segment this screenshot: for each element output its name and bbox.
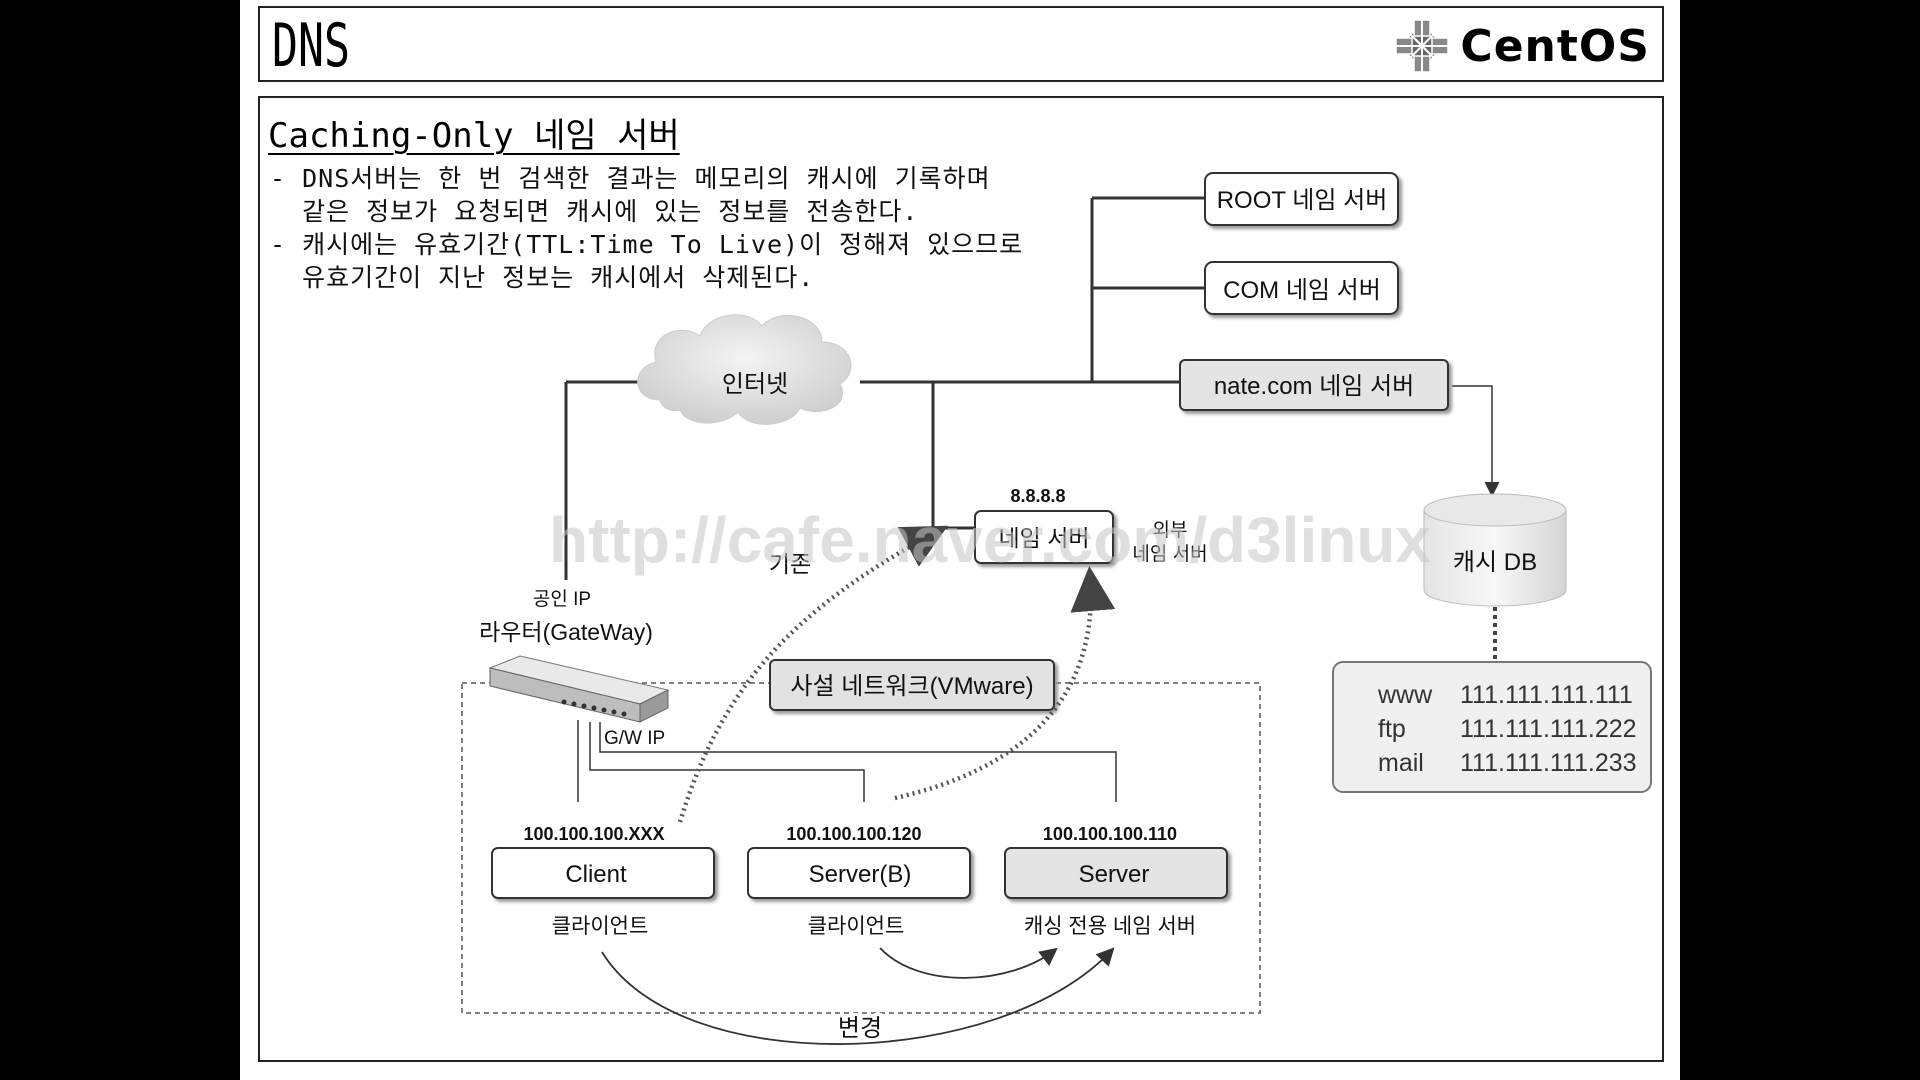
client-box: Client [491,847,715,899]
cache-host: ftp [1378,715,1406,743]
root-name-server: ROOT 네임 서버 [1204,172,1399,226]
internet-cloud: 인터넷 [637,314,852,425]
section-heading: Caching-Only 네임 서버 [268,116,680,156]
lan-wiring [577,720,1117,802]
gw-ip-label: G/W IP [604,728,665,749]
change-label: 변경 [838,1015,882,1042]
serverb-label: Server(B) [809,861,912,888]
server-sub-label: 캐싱 전용 네임 서버 [1024,915,1196,938]
network-lines [564,196,1205,580]
router-label: 라우터(GateWay) [479,619,653,645]
server-label: Server [1079,861,1150,888]
logo-text: CentOS [1460,20,1650,72]
existing-label: 기존 [769,551,811,577]
external-ns-label: 네임 서버 [998,525,1089,551]
slide-title: DNS [272,11,351,81]
bullet-line: 유효기간이 지난 정보는 캐시에서 삭제된다. [270,263,815,292]
cache-db-label: 캐시 DB [1453,549,1537,576]
change-arrow-client [601,947,1115,1045]
nate-name-server: nate.com 네임 서버 [1179,359,1449,411]
server-box: Server [1004,847,1228,899]
root-ns-label: ROOT 네임 서버 [1217,187,1388,214]
cache-host: www [1377,681,1433,709]
external-label-2: 네임 서버 [1132,543,1207,565]
bullet-line: - DNS서버는 한 번 검색한 결과는 메모리의 캐시에 기록하며 [270,164,991,193]
bullet-line: 같은 정보가 요청되면 캐시에 있는 정보를 전송한다. [270,197,919,226]
title-bar: DNS CentOS [258,6,1664,82]
nate-to-cache-arrow [1452,385,1500,497]
cache-host: mail [1378,749,1424,777]
router-device [488,655,670,723]
client-label: Client [565,861,627,888]
public-ip-label: 공인 IP [533,588,591,610]
private-network-label-box: 사설 네트워크(VMware) [769,659,1055,711]
watermark: http://cafe.naver.com/d3linux [549,504,1431,576]
cache-ip: 111.111.111.222 [1460,715,1637,743]
private-network-label: 사설 네트워크(VMware) [790,673,1033,700]
cache-ip: 111.111.111.111 [1460,681,1633,709]
serverb-ip: 100.100.100.120 [786,824,921,844]
bullet-list: - DNS서버는 한 번 검색한 결과는 메모리의 캐시에 기록하며 같은 정보… [270,162,1023,294]
serverb-box: Server(B) [747,847,971,899]
external-name-server: 네임 서버 [974,510,1114,564]
nate-ns-label: nate.com 네임 서버 [1214,373,1414,400]
cache-ip: 111.111.111.233 [1460,749,1637,777]
client-ip: 100.100.100.XXX [523,824,664,844]
bullet-line: - 캐시에는 유효기간(TTL:Time To Live)이 정해져 있으므로 [270,230,1024,259]
internet-label: 인터넷 [722,371,788,398]
cache-db: 캐시 DB [1423,493,1567,607]
com-ns-label: COM 네임 서버 [1223,277,1381,304]
external-ns-ip: 8.8.8.8 [1010,486,1065,506]
cache-records: www 111.111.111.111 ftp 111.111.111.222 … [1332,661,1652,793]
centos-logo: CentOS [1392,16,1650,76]
serverb-query-path [894,566,1116,801]
serverb-sub-label: 클라이언트 [808,915,905,938]
client-sub-label: 클라이언트 [552,915,649,938]
content-frame [258,96,1664,1062]
com-name-server: COM 네임 서버 [1204,261,1399,315]
external-label-1: 외부 [1153,519,1188,541]
change-arrow-serverb [879,947,1058,979]
server-ip: 100.100.100.110 [1043,824,1177,844]
centos-logo-icon [1394,18,1451,74]
